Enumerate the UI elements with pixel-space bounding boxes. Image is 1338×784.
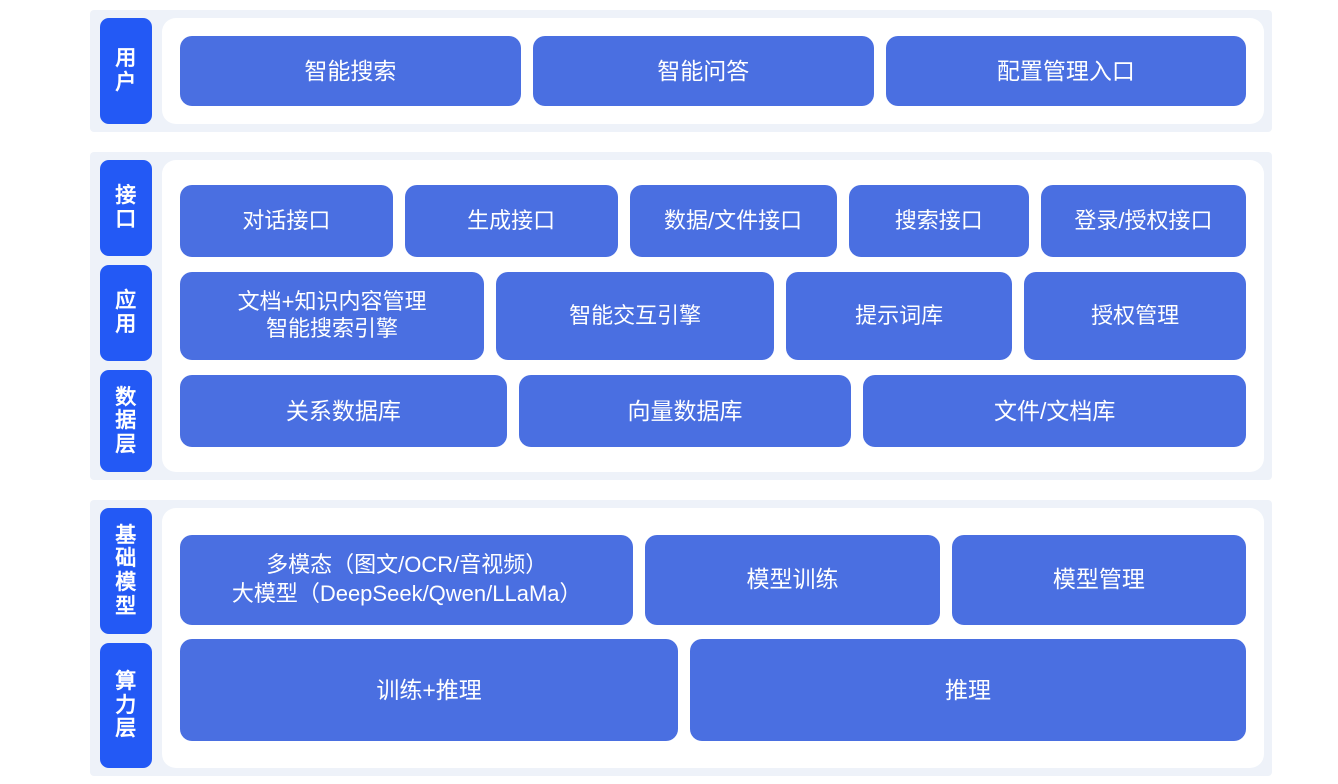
layer-tag-data-label: 数据层 bbox=[115, 385, 137, 456]
box-config-management-entry[interactable]: 配置管理入口 bbox=[885, 36, 1247, 106]
box-document-knowledge-management[interactable]: 文档+知识内容管理 智能搜索引擎 bbox=[180, 272, 485, 360]
layer-tag-data[interactable]: 数据层 bbox=[100, 370, 152, 472]
layer-tag-compute-power[interactable]: 算力层 bbox=[100, 643, 152, 768]
box-training-and-inference[interactable]: 训练+推理 bbox=[180, 639, 679, 741]
card-user: 智能搜索 智能问答 配置管理入口 bbox=[162, 18, 1264, 124]
box-file-document-store[interactable]: 文件/文档库 bbox=[863, 375, 1246, 447]
box-smart-qa[interactable]: 智能问答 bbox=[532, 36, 874, 106]
layer-tag-interface-label: 接口 bbox=[115, 184, 137, 231]
box-search-api[interactable]: 搜索接口 bbox=[848, 185, 1029, 257]
tag-column-platform: 接口 应用 数据层 bbox=[100, 160, 152, 472]
box-vector-database[interactable]: 向量数据库 bbox=[518, 375, 852, 447]
row-compute-power: 训练+推理 推理 bbox=[180, 639, 1246, 741]
box-generation-api[interactable]: 生成接口 bbox=[404, 185, 618, 257]
layer-tag-compute-power-label: 算力层 bbox=[115, 670, 137, 741]
layer-tag-user[interactable]: 用户 bbox=[100, 18, 152, 124]
box-smart-search[interactable]: 智能搜索 bbox=[180, 36, 521, 106]
box-login-auth-api[interactable]: 登录/授权接口 bbox=[1040, 185, 1246, 257]
tag-column-user: 用户 bbox=[100, 18, 152, 124]
box-data-file-api[interactable]: 数据/文件接口 bbox=[629, 185, 837, 257]
box-relational-database[interactable]: 关系数据库 bbox=[180, 375, 507, 447]
layer-tag-foundation-model-label: 基础模型 bbox=[115, 523, 137, 618]
layer-tag-foundation-model[interactable]: 基础模型 bbox=[100, 508, 152, 634]
row-foundation-model: 多模态（图文/OCR/音视频） 大模型（DeepSeek/Qwen/LLaMa）… bbox=[180, 535, 1246, 625]
row-interface: 对话接口 生成接口 数据/文件接口 搜索接口 登录/授权接口 bbox=[180, 185, 1246, 257]
box-dialog-api[interactable]: 对话接口 bbox=[180, 185, 393, 257]
section-platform: 接口 应用 数据层 对话接口 生成接口 数据/文件接口 搜索接口 登录/授权接口… bbox=[90, 152, 1272, 480]
layer-tag-application[interactable]: 应用 bbox=[100, 265, 152, 361]
card-platform: 对话接口 生成接口 数据/文件接口 搜索接口 登录/授权接口 文档+知识内容管理… bbox=[162, 160, 1264, 472]
row-user: 智能搜索 智能问答 配置管理入口 bbox=[180, 36, 1247, 106]
layer-tag-user-label: 用户 bbox=[115, 47, 137, 94]
box-multimodal-large-model[interactable]: 多模态（图文/OCR/音视频） 大模型（DeepSeek/Qwen/LLaMa） bbox=[180, 535, 634, 625]
row-application: 文档+知识内容管理 智能搜索引擎 智能交互引擎 提示词库 授权管理 bbox=[180, 272, 1246, 360]
tag-column-foundation: 基础模型 算力层 bbox=[100, 508, 152, 768]
box-inference[interactable]: 推理 bbox=[690, 639, 1246, 741]
row-data: 关系数据库 向量数据库 文件/文档库 bbox=[180, 375, 1246, 447]
layer-tag-interface[interactable]: 接口 bbox=[100, 160, 152, 256]
box-prompt-library[interactable]: 提示词库 bbox=[786, 272, 1013, 360]
layer-tag-application-label: 应用 bbox=[115, 289, 137, 336]
section-user: 用户 智能搜索 智能问答 配置管理入口 bbox=[90, 10, 1272, 132]
section-foundation: 基础模型 算力层 多模态（图文/OCR/音视频） 大模型（DeepSeek/Qw… bbox=[90, 500, 1272, 776]
box-model-training[interactable]: 模型训练 bbox=[645, 535, 940, 625]
box-smart-interaction-engine[interactable]: 智能交互引擎 bbox=[496, 272, 775, 360]
box-authorization-management[interactable]: 授权管理 bbox=[1024, 272, 1246, 360]
box-model-management[interactable]: 模型管理 bbox=[951, 535, 1246, 625]
card-foundation: 多模态（图文/OCR/音视频） 大模型（DeepSeek/Qwen/LLaMa）… bbox=[162, 508, 1264, 768]
